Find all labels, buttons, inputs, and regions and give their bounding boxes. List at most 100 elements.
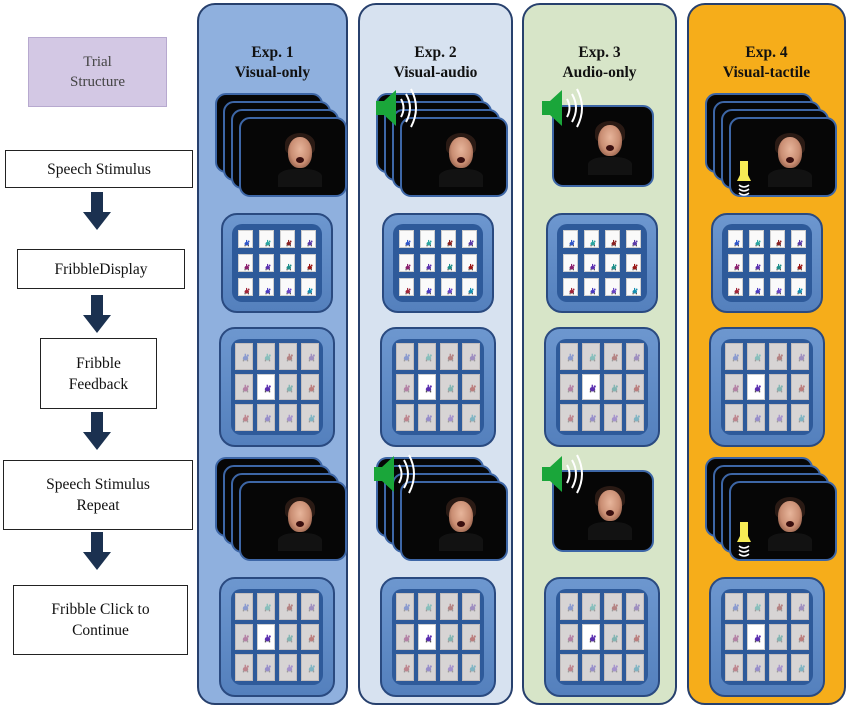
fribble-tile[interactable] (749, 278, 764, 296)
fribble-tile[interactable] (396, 343, 414, 370)
fribble-tile[interactable] (582, 654, 600, 681)
fribble-tile[interactable] (725, 343, 743, 370)
fribble-tile[interactable] (769, 623, 787, 651)
fribble-tile[interactable] (462, 373, 480, 401)
fribble-tile[interactable] (791, 404, 809, 431)
fribble-tile[interactable] (441, 254, 456, 272)
fribble-tile[interactable] (301, 343, 319, 370)
fribble-tile[interactable] (626, 278, 641, 296)
fribble-tile[interactable] (747, 404, 765, 431)
fribble-tile[interactable] (259, 278, 274, 296)
fribble-tile[interactable] (769, 593, 787, 620)
fribble-tile[interactable] (440, 404, 458, 431)
fribble-tile[interactable] (235, 654, 253, 681)
fribble-tile[interactable] (626, 230, 641, 248)
fribble-tile[interactable] (560, 373, 578, 401)
fribble-tile[interactable] (747, 623, 765, 651)
fribble-tile[interactable] (279, 404, 297, 431)
fribble-tile[interactable] (791, 278, 806, 296)
fribble-tile[interactable] (462, 404, 480, 431)
fribble-tile[interactable] (440, 623, 458, 651)
fribble-tile[interactable] (725, 404, 743, 431)
fribble-tile[interactable] (420, 254, 435, 272)
fribble-tile[interactable] (418, 343, 436, 370)
fribble-tile[interactable] (462, 593, 480, 620)
fribble-tile[interactable] (280, 254, 295, 272)
fribble-tile[interactable] (301, 230, 316, 248)
fribble-tile[interactable] (770, 278, 785, 296)
fribble-tile[interactable] (582, 373, 600, 401)
fribble-tile[interactable] (279, 593, 297, 620)
fribble-tile[interactable] (235, 373, 253, 401)
fribble-tile[interactable] (301, 254, 316, 272)
fribble-tile[interactable] (728, 230, 743, 248)
fribble-tile[interactable] (604, 623, 622, 651)
fribble-tile[interactable] (560, 654, 578, 681)
fribble-tile[interactable] (560, 404, 578, 431)
fribble-tile[interactable] (791, 373, 809, 401)
fribble-tile[interactable] (418, 623, 436, 651)
fribble-tile[interactable] (791, 343, 809, 370)
fribble-tile[interactable] (769, 343, 787, 370)
fribble-tile[interactable] (257, 623, 275, 651)
fribble-tile[interactable] (396, 654, 414, 681)
fribble-tile[interactable] (396, 593, 414, 620)
fribble-tile[interactable] (301, 593, 319, 620)
fribble-tile[interactable] (301, 278, 316, 296)
fribble-tile[interactable] (604, 343, 622, 370)
fribble-tile[interactable] (725, 623, 743, 651)
fribble-tile[interactable] (462, 623, 480, 651)
fribble-tile[interactable] (257, 343, 275, 370)
fribble-tile[interactable] (626, 343, 644, 370)
fribble-tile[interactable] (749, 230, 764, 248)
fribble-tile[interactable] (235, 343, 253, 370)
fribble-tile[interactable] (582, 593, 600, 620)
fribble-tile[interactable] (604, 593, 622, 620)
fribble-tile[interactable] (301, 654, 319, 681)
fribble-tile[interactable] (235, 593, 253, 620)
fribble-tile[interactable] (626, 373, 644, 401)
fribble-tile[interactable] (259, 230, 274, 248)
fribble-tile[interactable] (418, 404, 436, 431)
fribble-tile[interactable] (749, 254, 764, 272)
fribble-tile[interactable] (747, 593, 765, 620)
fribble-tile[interactable] (279, 654, 297, 681)
fribble-tile[interactable] (396, 404, 414, 431)
fribble-tile[interactable] (584, 254, 599, 272)
fribble-tile[interactable] (280, 278, 295, 296)
fribble-tile[interactable] (563, 278, 578, 296)
fribble-tile[interactable] (257, 654, 275, 681)
fribble-tile[interactable] (791, 654, 809, 681)
fribble-tile[interactable] (462, 278, 477, 296)
fribble-tile[interactable] (462, 654, 480, 681)
fribble-tile[interactable] (399, 278, 414, 296)
fribble-tile[interactable] (725, 654, 743, 681)
fribble-tile[interactable] (399, 254, 414, 272)
fribble-tile[interactable] (399, 230, 414, 248)
fribble-tile[interactable] (418, 373, 436, 401)
fribble-tile[interactable] (560, 623, 578, 651)
fribble-tile[interactable] (747, 654, 765, 681)
fribble-tile[interactable] (626, 404, 644, 431)
fribble-tile[interactable] (791, 230, 806, 248)
fribble-tile[interactable] (257, 404, 275, 431)
fribble-tile[interactable] (301, 404, 319, 431)
fribble-tile[interactable] (560, 343, 578, 370)
fribble-tile[interactable] (725, 593, 743, 620)
fribble-tile[interactable] (747, 373, 765, 401)
fribble-tile[interactable] (747, 343, 765, 370)
fribble-tile[interactable] (728, 278, 743, 296)
fribble-tile[interactable] (605, 278, 620, 296)
fribble-tile[interactable] (604, 404, 622, 431)
fribble-tile[interactable] (279, 343, 297, 370)
fribble-tile[interactable] (770, 254, 785, 272)
fribble-tile[interactable] (769, 404, 787, 431)
fribble-tile[interactable] (626, 654, 644, 681)
fribble-tile[interactable] (440, 373, 458, 401)
fribble-tile[interactable] (301, 623, 319, 651)
fribble-tile[interactable] (560, 593, 578, 620)
fribble-tile[interactable] (418, 593, 436, 620)
fribble-tile[interactable] (279, 623, 297, 651)
fribble-tile[interactable] (462, 230, 477, 248)
fribble-tile[interactable] (440, 654, 458, 681)
